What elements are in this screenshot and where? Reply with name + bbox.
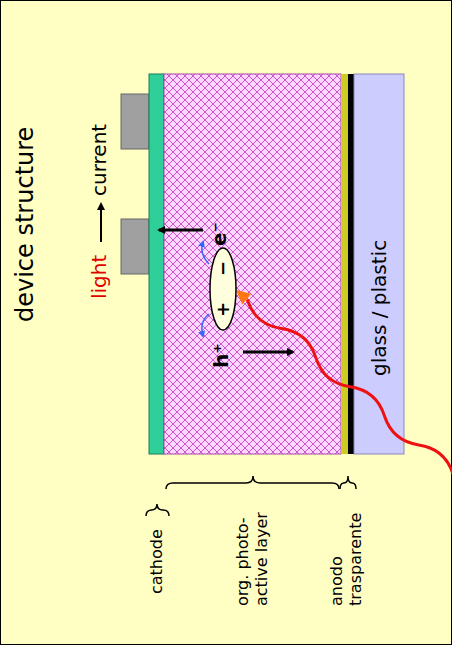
anode-contact-line	[348, 74, 354, 454]
bracket	[146, 504, 169, 516]
arrow-symbol	[100, 204, 102, 242]
layer-label: cathode	[147, 529, 166, 594]
photoactive-layer	[164, 74, 341, 454]
metal-contact	[121, 219, 149, 274]
metal-contact	[121, 94, 149, 149]
layer-label: anodo trasparente	[327, 494, 365, 606]
light-label: light	[87, 255, 111, 299]
charge-label: e⁻	[207, 222, 231, 246]
layer-label: org. photo- active layer	[233, 494, 271, 606]
separation-arrow	[202, 314, 209, 336]
charge-sign: −	[212, 261, 234, 276]
hole-arrow	[243, 351, 293, 354]
electron-arrow	[159, 229, 203, 232]
charge-label: h⁺	[209, 343, 233, 368]
cathode-layer	[149, 74, 164, 454]
exciton-ellipse: +−	[209, 247, 237, 331]
ellipse-shape	[209, 247, 237, 331]
substrate-band: glass / plastic	[354, 74, 404, 454]
anode-layer	[341, 74, 348, 454]
light-arrowhead	[236, 290, 251, 304]
charge-sign: +	[212, 302, 234, 317]
bracket	[340, 476, 356, 489]
bracket	[166, 476, 339, 489]
light-wave	[247, 299, 452, 474]
current-label: current	[87, 124, 111, 196]
ellipse-outline	[210, 248, 236, 330]
glass-substrate	[354, 74, 404, 454]
substrate-label: glass / plastic	[367, 240, 391, 376]
diagram-title: device structure	[11, 127, 40, 322]
